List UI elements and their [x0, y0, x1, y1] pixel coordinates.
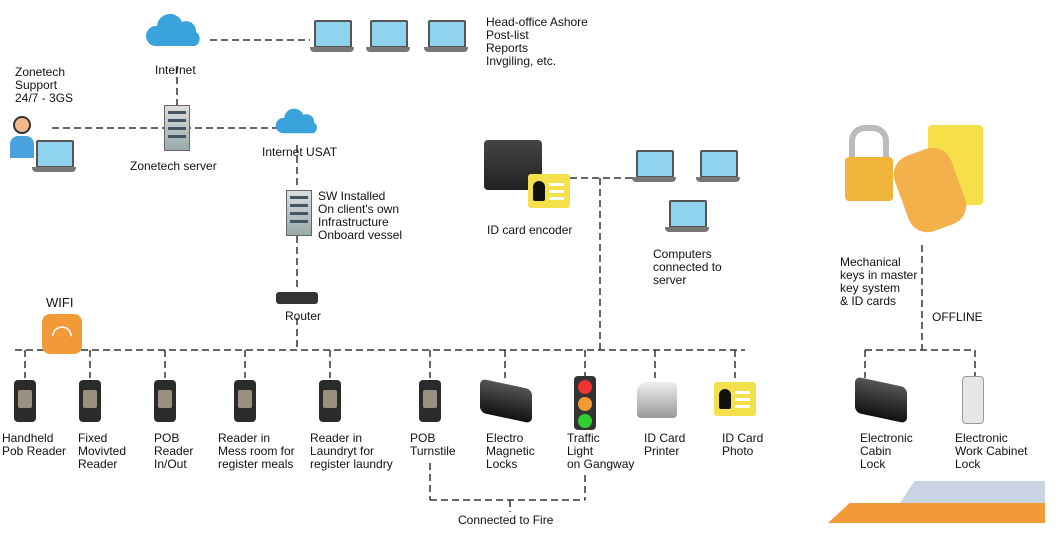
id-photo-icon — [714, 382, 756, 416]
device-label: Fixed Movivted Reader — [78, 431, 127, 471]
laptop-icon — [366, 20, 410, 54]
device-label: POB Turnstile — [410, 431, 456, 458]
laptop-icon — [632, 150, 676, 184]
laptop-icon — [32, 140, 76, 174]
cabinet-lock-icon — [962, 376, 984, 424]
mech-keys-label: Mechanical keys in master key system & I… — [840, 255, 918, 308]
fire-label: Connected to Fire — [458, 513, 554, 527]
sw-installed-label: SW Installed On client's own Infrastruct… — [318, 189, 403, 242]
card-printer-icon — [637, 382, 677, 418]
id-card-icon — [528, 174, 570, 208]
pob-reader-icon — [154, 380, 176, 422]
handheld-reader-icon — [14, 380, 36, 422]
laundry-reader-icon — [319, 380, 341, 422]
decor-stripe-orange — [828, 503, 1045, 523]
internet-usat-label: Internet USAT — [262, 145, 338, 159]
router-icon — [276, 292, 318, 304]
device-label: Reader in Laundryt for register laundry — [310, 431, 393, 471]
decor-stripe-grey — [900, 481, 1045, 503]
laptop-icon — [424, 20, 468, 54]
laptop-icon — [665, 200, 709, 234]
device-label: Reader in Mess room for register meals — [218, 431, 295, 471]
padlock-icon — [845, 125, 893, 201]
computers-label: Computers connected to server — [653, 247, 722, 287]
device-label: Handheld Pob Reader — [2, 431, 67, 458]
device-label: ID Card Printer — [644, 431, 686, 458]
support-person-icon — [10, 116, 34, 160]
traffic-light-icon — [574, 376, 596, 430]
laptop-icon — [696, 150, 740, 184]
mess-reader-icon — [234, 380, 256, 422]
server-icon — [164, 105, 190, 151]
server-label: Zonetech server — [130, 159, 217, 173]
device-label: Electro Magnetic Locks — [486, 431, 535, 471]
fixed-reader-icon — [79, 380, 101, 422]
wifi-label: WIFI — [46, 295, 74, 310]
router-label: Router — [285, 309, 322, 323]
wifi-icon: ◠ — [42, 314, 82, 354]
offline-device-label: Electronic Cabin Lock — [860, 431, 913, 471]
id-encoder-label: ID card encoder — [487, 223, 573, 237]
device-label: Traffic Light on Gangway — [567, 431, 635, 471]
turnstile-icon — [419, 380, 441, 422]
internet-usat-cloud-icon — [275, 108, 317, 134]
internet-label: Internet — [155, 63, 196, 77]
internet-cloud-icon — [146, 14, 200, 46]
laptop-icon — [310, 20, 354, 54]
server-icon — [286, 190, 312, 236]
device-label: ID Card Photo — [722, 431, 764, 458]
support-label: Zonetech Support 24/7 - 3GS — [15, 65, 74, 105]
offline-label: OFFLINE — [932, 310, 983, 324]
offline-device-label: Electronic Work Cabinet Lock — [955, 431, 1028, 471]
device-label: POB Reader In/Out — [154, 431, 194, 471]
head-office-label: Head-office Ashore Post-list Reports Inv… — [486, 15, 588, 68]
